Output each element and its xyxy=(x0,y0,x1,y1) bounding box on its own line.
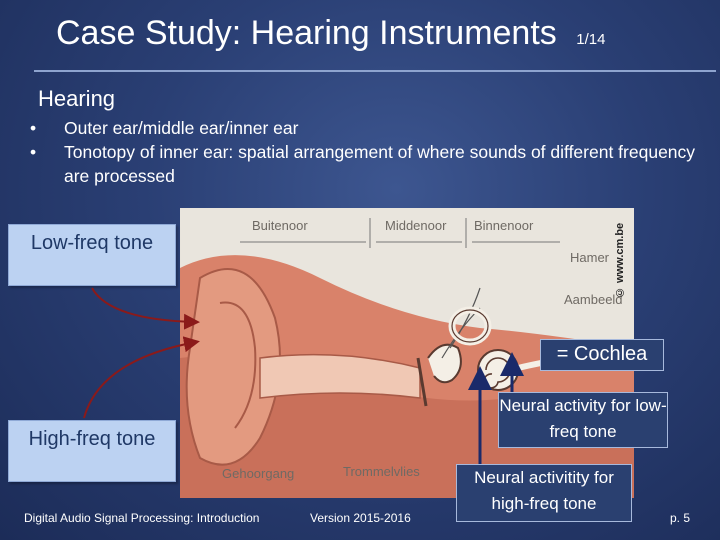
section-heading: Hearing xyxy=(38,86,116,111)
low-freq-callout: Low-freq tone xyxy=(8,224,176,286)
label-gehoorgang: Gehoorgang xyxy=(222,466,295,481)
label-middenoor: Middenoor xyxy=(385,218,447,233)
bullet-item: • Outer ear/middle ear/inner ear xyxy=(28,116,708,140)
label-trommelvlies: Trommelvlies xyxy=(343,464,420,479)
label-buitenoor: Buitenoor xyxy=(252,218,308,233)
slide-title: Case Study: Hearing Instruments 1/14 xyxy=(56,14,696,53)
label-hamer: Hamer xyxy=(570,250,610,265)
footer-version: Version 2015-2016 xyxy=(310,511,411,525)
neural-high-callout: Neural activitity for high-freq tone xyxy=(456,464,632,522)
high-freq-callout: High-freq tone xyxy=(8,420,176,482)
copyright-notice: © www.cm.be xyxy=(614,222,626,298)
bullet-marker: • xyxy=(30,142,37,162)
label-aambeeld: Aambeeld xyxy=(564,292,623,307)
bullet-marker: • xyxy=(30,118,37,138)
title-text: Case Study: Hearing Instruments xyxy=(56,14,557,52)
page-indicator: 1/14 xyxy=(576,31,606,48)
bullet-list: • Outer ear/middle ear/inner ear • Tonot… xyxy=(28,116,708,188)
label-binnenoor: Binnenoor xyxy=(474,218,534,233)
bullet-item: • Tonotopy of inner ear: spatial arrange… xyxy=(28,140,708,188)
footer-course: Digital Audio Signal Processing: Introdu… xyxy=(24,511,260,525)
bullet-text: Outer ear/middle ear/inner ear xyxy=(64,118,299,138)
footer-page: p. 5 xyxy=(670,511,691,525)
bullet-text: Tonotopy of inner ear: spatial arrangeme… xyxy=(64,142,696,186)
title-divider xyxy=(34,70,716,72)
neural-low-callout: Neural activity for low-freq tone xyxy=(498,392,668,448)
cochlea-label: = Cochlea xyxy=(540,339,664,371)
